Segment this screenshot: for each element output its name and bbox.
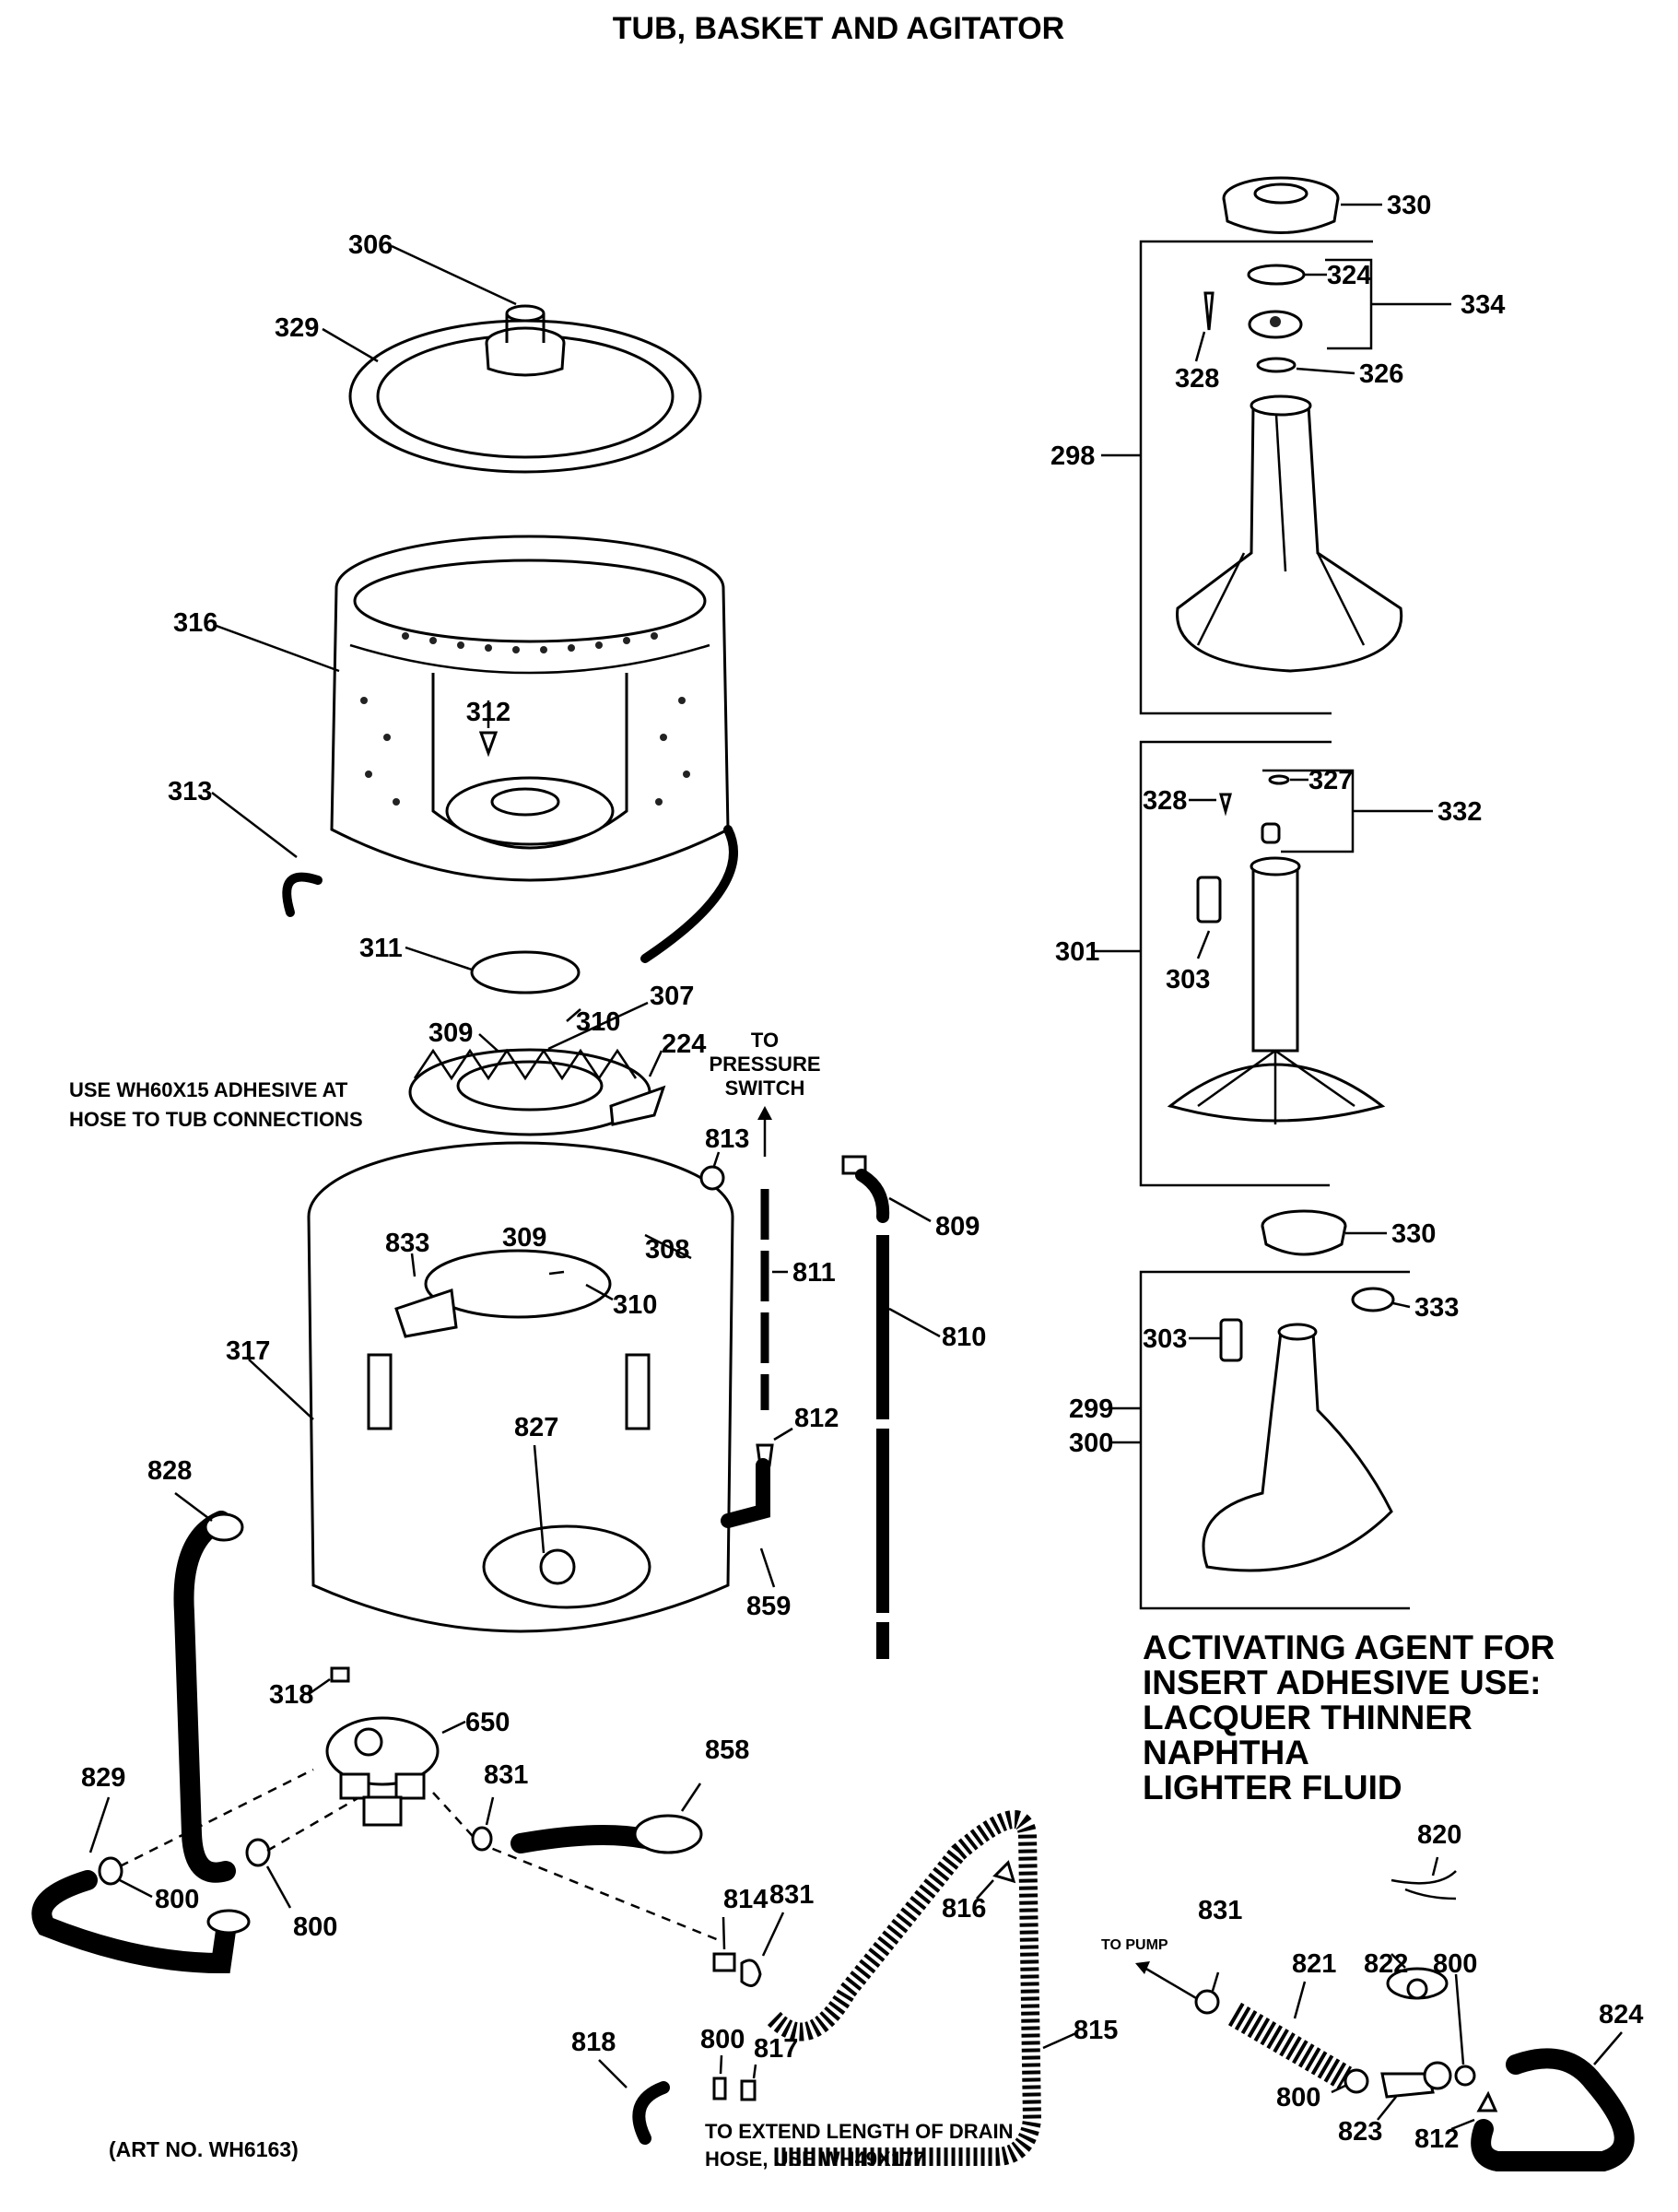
label-318: 318 [269,1680,313,1710]
label-312: 312 [466,698,510,727]
label-800-middle: 800 [293,1912,337,1942]
tub-seal [408,1048,651,1136]
label-224: 224 [662,1030,706,1059]
label-310-lower: 310 [613,1290,657,1320]
label-815: 815 [1074,2016,1118,2045]
label-828: 828 [147,1456,192,1486]
label-310-upper: 310 [576,1007,620,1037]
agitator-299-300 [1202,1323,1393,1572]
activating-line1: ACTIVATING AGENT FOR [1143,1629,1555,1666]
label-300: 300 [1069,1429,1113,1458]
label-303-lower: 303 [1143,1324,1187,1354]
note-adhesive-line2: HOSE TO TUB CONNECTIONS [69,1108,363,1131]
label-328-lower: 328 [1143,786,1187,816]
label-813: 813 [705,1124,749,1154]
label-334: 334 [1461,290,1505,320]
art-number: (ART NO. WH6163) [109,2137,299,2161]
agitator-lower [1167,856,1386,1124]
hose-829 [31,1870,236,1974]
note-adhesive-line1: USE WH60X15 ADHESIVE AT [69,1078,348,1101]
label-829: 829 [81,1763,125,1793]
label-800-left: 800 [155,1885,199,1914]
label-818: 818 [571,2028,616,2057]
label-313: 313 [168,777,212,806]
note-pressure-line3: SWITCH [725,1077,805,1100]
note-to-pump: TO PUMP [1101,1937,1168,1953]
label-301: 301 [1055,937,1099,967]
label-298: 298 [1050,441,1095,471]
label-317: 317 [226,1336,270,1366]
hose-821 [1227,2002,1353,2090]
diagram-title: TUB, BASKET AND AGITATOR [613,11,1064,46]
note-drain-line1: TO EXTEND LENGTH OF DRAIN [705,2120,1014,2143]
label-306: 306 [348,230,393,260]
label-831-drain: 831 [769,1880,814,1910]
label-800-right: 800 [1433,1949,1477,1979]
label-859: 859 [746,1592,791,1621]
label-820: 820 [1417,1820,1461,1850]
label-812-lower: 812 [1414,2124,1459,2154]
label-309-lower: 309 [502,1223,546,1253]
label-650: 650 [465,1708,510,1737]
label-327: 327 [1308,766,1353,795]
label-326: 326 [1359,359,1403,389]
basket-cover [348,304,702,474]
note-pressure-line2: PRESSURE [709,1053,820,1076]
basket-perforations [360,632,690,806]
label-809: 809 [935,1212,980,1241]
label-810: 810 [942,1323,986,1352]
label-333: 333 [1414,1293,1459,1323]
label-827: 827 [514,1413,558,1442]
label-817: 817 [754,2034,798,2064]
label-332: 332 [1437,797,1482,827]
label-824: 824 [1599,2000,1643,2030]
hose-824 [1471,2048,1635,2171]
label-823: 823 [1338,2117,1382,2147]
agitator-cap-bottom [1261,1209,1347,1256]
agitator-cap-top [1222,176,1340,234]
label-309-upper: 309 [428,1018,473,1048]
pump [325,1716,440,1827]
label-330-top: 330 [1387,191,1431,220]
activating-line4: NAPHTHA [1143,1734,1309,1771]
label-831-pump-side: 831 [1198,1896,1242,1925]
label-800-tee: 800 [1276,2083,1320,2112]
activating-line2: INSERT ADHESIVE USE: [1143,1664,1541,1701]
label-328-upper: 328 [1175,364,1219,394]
label-811: 811 [792,1258,836,1288]
activating-line3: LACQUER THINNER [1143,1699,1473,1736]
label-800-drain: 800 [700,2025,745,2054]
hose-858 [510,1825,655,1853]
label-858: 858 [705,1735,749,1765]
label-303-upper: 303 [1166,965,1210,994]
basket [330,535,730,882]
outer-tub [307,1141,734,1633]
label-831-pump: 831 [484,1760,528,1790]
label-812-upper: 812 [794,1404,839,1433]
label-316: 316 [173,608,217,638]
drain-hose [767,1810,1042,2166]
activating-line5: LIGHTER FLUID [1143,1769,1402,1806]
label-833: 833 [385,1229,429,1258]
label-330-bottom: 330 [1391,1219,1436,1249]
label-329: 329 [275,313,319,343]
label-299: 299 [1069,1394,1113,1424]
hose-828 [173,1511,236,1883]
label-816: 816 [942,1894,986,1924]
label-814: 814 [723,1885,768,1914]
label-822: 822 [1364,1949,1408,1979]
label-308: 308 [645,1235,689,1265]
note-pressure-line1: TO [751,1029,779,1052]
label-324: 324 [1327,261,1371,290]
agitator-upper [1176,394,1403,673]
label-821: 821 [1292,1949,1336,1979]
label-307: 307 [650,982,694,1011]
label-311: 311 [359,934,403,963]
note-drain-line2: HOSE, USE WH49X177 [705,2147,924,2171]
